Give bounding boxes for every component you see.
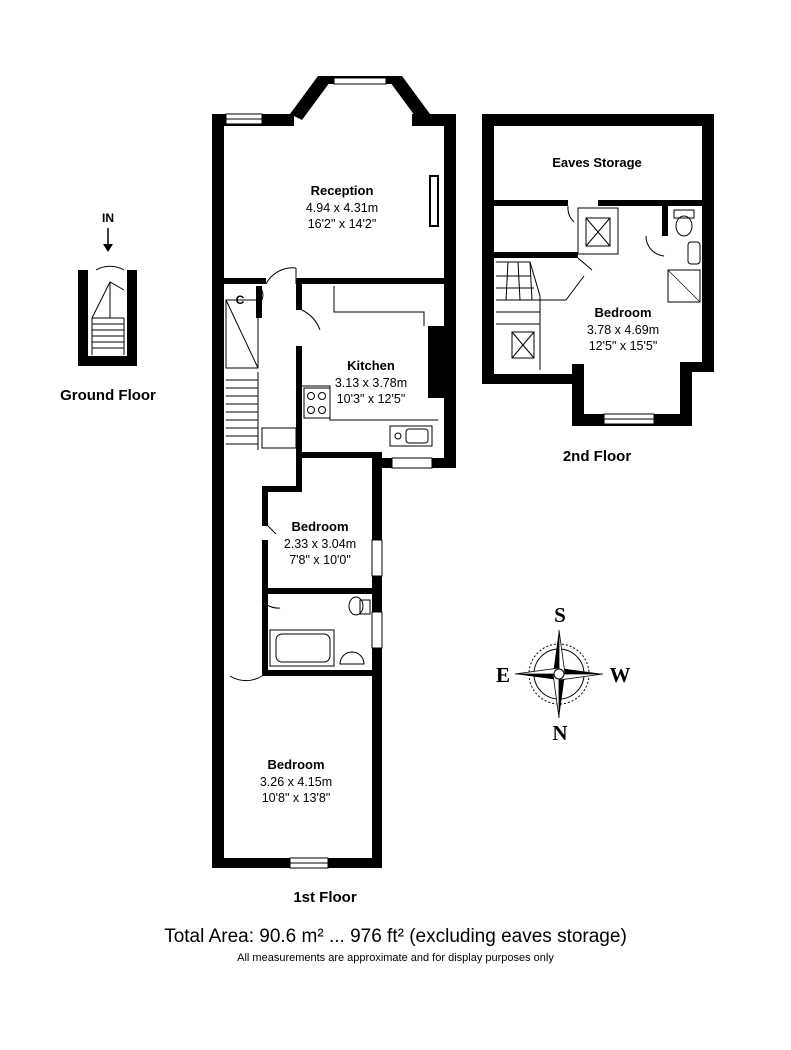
- bedroom-rear-name: Bedroom: [267, 757, 324, 772]
- compass-rose-icon: [514, 629, 604, 719]
- second-floor-label: 2nd Floor: [563, 448, 631, 465]
- first-floor-label: 1st Floor: [293, 889, 357, 906]
- reception-imperial: 16'2" x 14'2": [308, 217, 377, 231]
- kitchen-name: Kitchen: [347, 358, 395, 373]
- bedroom-rear-metric: 3.26 x 4.15m: [260, 775, 332, 789]
- compass-label-bottom: N: [552, 721, 567, 745]
- compass-label-top: S: [554, 603, 566, 627]
- reception-name: Reception: [311, 183, 374, 198]
- eaves-storage-name: Eaves Storage: [552, 155, 642, 170]
- bedroom-small-imperial: 7'8" x 10'0": [289, 553, 351, 567]
- first-floor-plan: [212, 76, 456, 869]
- ground-floor-label: Ground Floor: [60, 387, 156, 404]
- compass-label-right: W: [610, 663, 631, 687]
- bedroom-rear-imperial: 10'8" x 13'8": [262, 791, 331, 805]
- bedroom-small-name: Bedroom: [291, 519, 348, 534]
- disclaimer: All measurements are approximate and for…: [237, 952, 554, 964]
- compass-label-left: E: [496, 663, 510, 687]
- bedroom-top-metric: 3.78 x 4.69m: [587, 323, 659, 337]
- total-area: Total Area: 90.6 m² ... 976 ft² (excludi…: [164, 926, 627, 947]
- kitchen-metric: 3.13 x 3.78m: [335, 376, 407, 390]
- kitchen-imperial: 10'3" x 12'5": [337, 392, 406, 406]
- second-floor-plan: [482, 114, 714, 426]
- entrance-label: IN: [102, 211, 114, 225]
- ground-floor-plan: [78, 228, 137, 366]
- cupboard-label: C: [236, 293, 245, 307]
- bedroom-small-metric: 2.33 x 3.04m: [284, 537, 356, 551]
- bedroom-top-name: Bedroom: [594, 305, 651, 320]
- bedroom-top-imperial: 12'5" x 15'5": [589, 339, 658, 353]
- reception-metric: 4.94 x 4.31m: [306, 201, 378, 215]
